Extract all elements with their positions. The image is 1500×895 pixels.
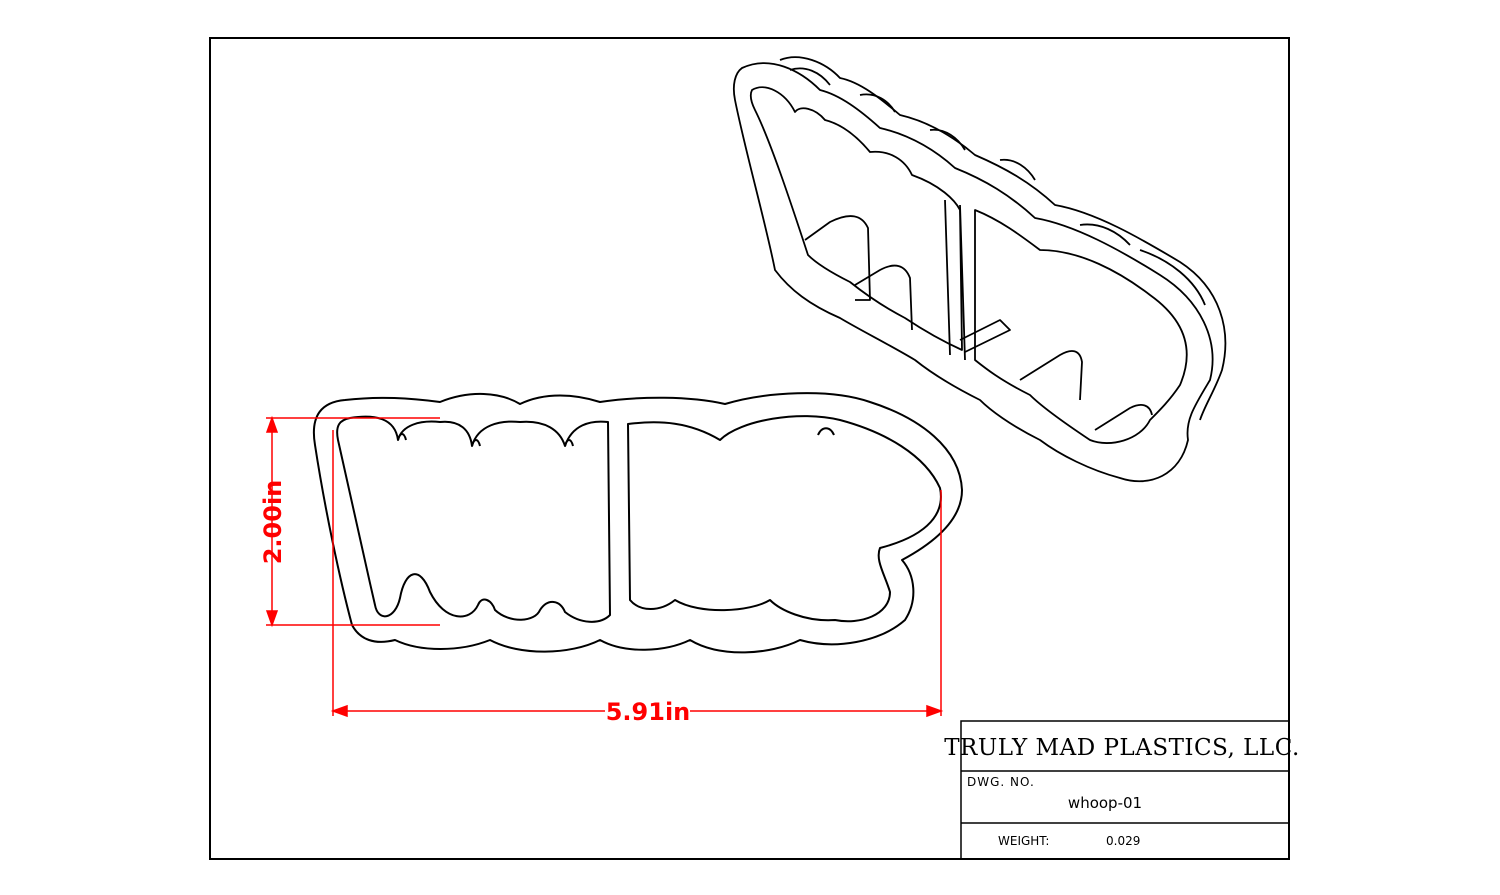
iso-wall-5 [1094,404,1153,431]
front-view-notch-1 [397,433,407,441]
front-view-notch-4 [817,427,835,436]
front-view-inner-outline [336,415,611,623]
iso-wall-2 [854,264,913,331]
height-arrow-bottom [265,610,279,628]
front-view [312,392,963,654]
iso-wall-1 [804,215,871,301]
dwg-no-value: whoop-01 [1068,794,1142,812]
front-view-notch-3 [564,439,574,447]
title-block-frame [960,720,1290,860]
height-dimension-label: 2.00in [259,480,287,565]
iso-inner-rim-right [974,209,1188,444]
iso-back-outline [779,56,1227,421]
width-arrow-right [926,704,944,718]
weight-value: 0.029 [1106,834,1140,848]
company-name: TRULY MAD PLASTICS, LLC. [944,735,1300,761]
width-dimension [330,430,944,718]
height-arrow-top [265,415,279,433]
width-dimension-label: 5.91in [606,698,691,726]
iso-divider [944,199,966,361]
height-dimension [265,415,440,628]
iso-wall-4 [1019,350,1083,401]
front-view-notch-2 [471,439,481,447]
front-view-inner-outline-right [627,415,942,623]
dwg-no-label: DWG. NO. [967,775,1035,789]
iso-wall-3 [959,319,1011,353]
sheet-border [209,37,1290,860]
weight-label: WEIGHT: [998,834,1049,848]
title-block [960,720,1290,860]
width-arrow-left [330,704,348,718]
iso-inner-rim [749,86,963,351]
front-view-outer-outline [312,392,963,654]
isometric-view [732,56,1227,483]
iso-outer-outline [732,62,1214,483]
iso-rim-ledge [789,67,1206,306]
